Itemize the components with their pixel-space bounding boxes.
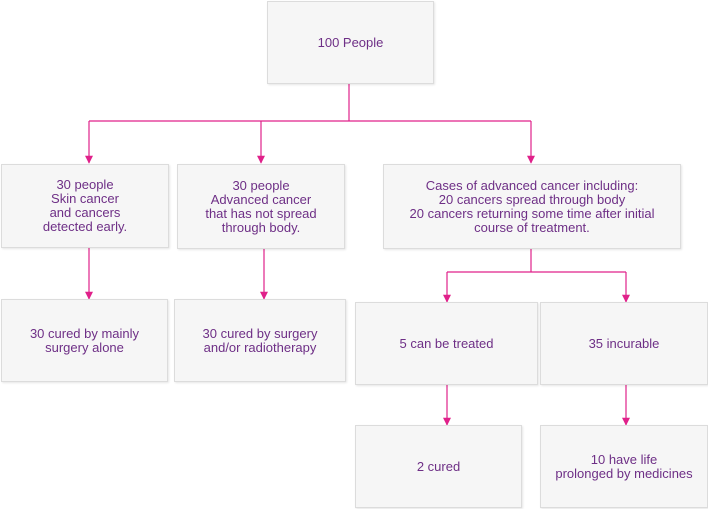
node-cured-two-label: 2 cured bbox=[416, 458, 461, 474]
node-treatable: 5 can be treated bbox=[355, 302, 538, 385]
node-prolonged-label: 10 have life prolonged by medicines bbox=[555, 451, 693, 481]
node-cured-two: 2 cured bbox=[355, 425, 522, 508]
node-early-label: 30 people Skin cancer and cancers detect… bbox=[42, 177, 128, 234]
node-root: 100 People bbox=[267, 1, 434, 84]
node-advanced-local-label: 30 people Advanced cancer that has not s… bbox=[205, 177, 317, 235]
node-advanced-spread-label: Cases of advanced cancer including: 20 c… bbox=[409, 177, 655, 235]
node-prolonged: 10 have life prolonged by medicines bbox=[540, 425, 708, 508]
node-advanced-spread: Cases of advanced cancer including: 20 c… bbox=[383, 164, 681, 249]
node-cured-surgery: 30 cured by mainly surgery alone bbox=[1, 299, 168, 382]
node-advanced-local: 30 people Advanced cancer that has not s… bbox=[177, 164, 345, 249]
node-cured-radio: 30 cured by surgery and/or radiotherapy bbox=[174, 299, 346, 382]
node-incurable: 35 incurable bbox=[540, 302, 708, 385]
node-early: 30 people Skin cancer and cancers detect… bbox=[1, 164, 169, 248]
node-root-label: 100 People bbox=[317, 34, 384, 50]
node-treatable-label: 5 can be treated bbox=[399, 335, 494, 351]
node-cured-surgery-label: 30 cured by mainly surgery alone bbox=[29, 325, 140, 355]
node-incurable-label: 35 incurable bbox=[588, 335, 660, 351]
node-cured-radio-label: 30 cured by surgery and/or radiotherapy bbox=[202, 325, 318, 355]
